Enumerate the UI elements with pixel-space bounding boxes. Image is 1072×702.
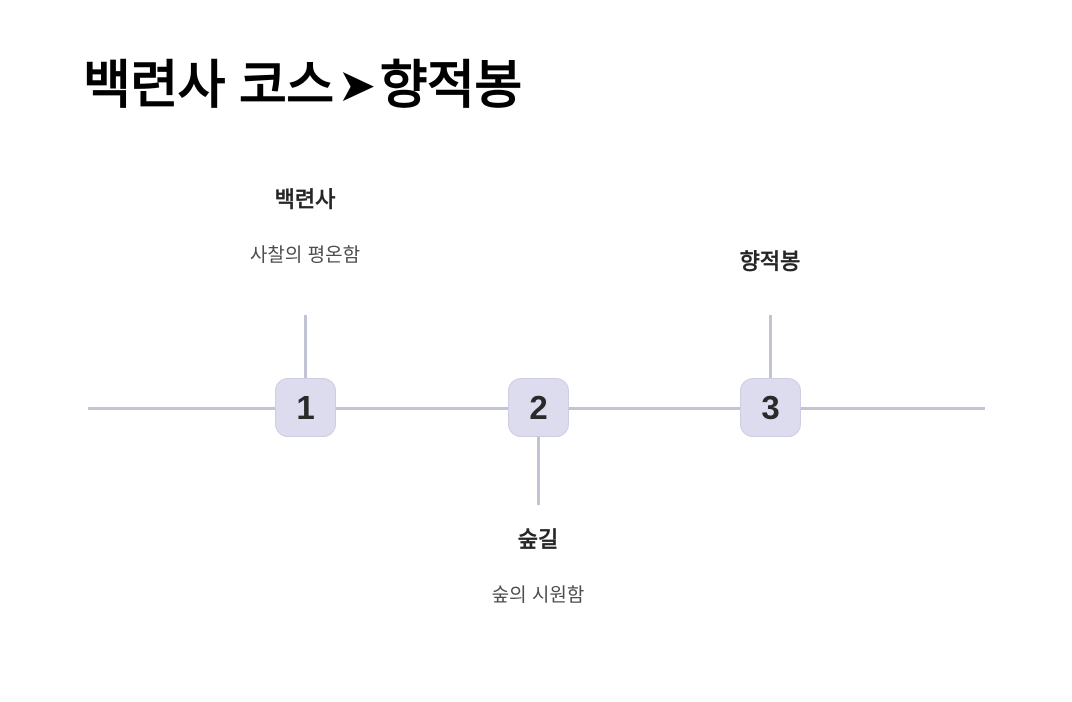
timeline-callout-1-title: 백련사 [274,187,336,212]
connector-stem-node-2 [537,436,540,505]
timeline-node-1-number: 1 [296,389,315,426]
timeline-node-2-number: 2 [529,389,548,426]
timeline-callout-2-title: 숲길 [517,527,559,552]
connector-stem-node-1 [304,315,307,379]
connector-stem-node-3 [769,315,772,379]
timeline-node-1[interactable]: 1 [275,378,336,437]
page-title-suffix: 향적봉 [379,57,523,115]
page-title: 백련사 코스➤향적봉 [83,56,522,117]
timeline-callout-1: 백련사 사찰의 평온함 [250,186,360,268]
timeline-callout-3: 향적봉 [740,248,801,277]
page-title-prefix: 백련사 코스 [83,57,334,115]
timeline-callout-3-title: 향적봉 [739,249,801,274]
timeline-node-3[interactable]: 3 [740,378,801,437]
timeline-callout-2: 숲길 숲의 시원함 [492,526,585,608]
timeline-callout-2-subtitle: 숲의 시원함 [491,584,585,606]
timeline-node-2[interactable]: 2 [508,378,569,437]
arrow-right-icon: ➤ [337,59,377,111]
timeline-callout-1-subtitle: 사찰의 평온함 [249,244,361,266]
timeline-node-3-number: 3 [761,389,780,426]
